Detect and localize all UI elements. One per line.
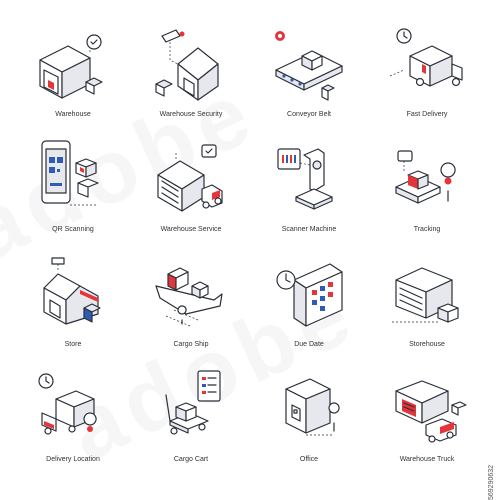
- icon-label: Warehouse Security: [159, 111, 223, 118]
- scanner-machine-icon: [277, 148, 333, 210]
- icon-label: Delivery Location: [46, 456, 100, 463]
- due-date-icon: [276, 263, 343, 327]
- icon-label: Store: [64, 341, 82, 348]
- icon-grid: Warehouse Warehouse Security: [14, 20, 486, 480]
- icon-label: Cargo Ship: [173, 341, 209, 348]
- qr-scanning-icon: [41, 140, 99, 206]
- office-icon: [285, 378, 340, 436]
- icon-cell-due-date: Due Date: [250, 250, 368, 365]
- fast-delivery-icon: [389, 28, 463, 87]
- icon-label: Warehouse Service: [160, 226, 222, 233]
- icon-cell-cargo-cart: Cargo Cart: [132, 365, 250, 480]
- icon-label: Tracking: [413, 226, 441, 233]
- icon-cell-fast-delivery: Fast Delivery: [368, 20, 486, 135]
- icon-label: Fast Delivery: [406, 111, 448, 118]
- delivery-location-icon: [38, 373, 97, 435]
- icon-label: Warehouse: [55, 111, 91, 118]
- cargo-cart-icon: [165, 370, 221, 435]
- icon-cell-qr-scanning: QR Scanning: [14, 135, 132, 250]
- icon-label: Storehouse: [409, 341, 445, 348]
- icon-cell-warehouse: Warehouse: [14, 20, 132, 135]
- icon-label: QR Scanning: [52, 226, 94, 233]
- icon-label: Warehouse Truck: [399, 456, 455, 463]
- cargo-ship-icon: [155, 267, 223, 327]
- conveyor-belt-icon: [275, 31, 343, 101]
- warehouse-security-icon: [155, 29, 219, 101]
- icon-cell-storehouse: Storehouse: [368, 250, 486, 365]
- icon-cell-delivery-location: Delivery Location: [14, 365, 132, 480]
- icon-label: Scanner Machine: [281, 226, 337, 233]
- warehouse-icon: [39, 34, 103, 99]
- icon-cell-cargo-ship: Cargo Ship: [132, 250, 250, 365]
- icon-label: Due Date: [294, 341, 324, 348]
- icon-cell-warehouse-truck: Warehouse Truck: [368, 365, 486, 480]
- tracking-icon: [395, 150, 456, 204]
- icon-cell-warehouse-security: Warehouse Security: [132, 20, 250, 135]
- icon-label: Conveyor Belt: [287, 111, 331, 118]
- stock-id-watermark: 569290632: [488, 464, 495, 500]
- icon-cell-tracking: Tracking: [368, 135, 486, 250]
- icon-cell-office: Office: [250, 365, 368, 480]
- icon-cell-warehouse-service: Warehouse Service: [132, 135, 250, 250]
- icon-label: Cargo Cart: [173, 456, 209, 463]
- icon-cell-scanner-machine: Scanner Machine: [250, 135, 368, 250]
- icon-cell-store: Store: [14, 250, 132, 365]
- icon-cell-conveyor-belt: Conveyor Belt: [250, 20, 368, 135]
- storehouse-icon: [392, 267, 459, 323]
- warehouse-truck-icon: [395, 380, 467, 443]
- warehouse-service-icon: [157, 144, 223, 212]
- icon-label: Office: [299, 456, 319, 463]
- store-icon: [43, 257, 101, 325]
